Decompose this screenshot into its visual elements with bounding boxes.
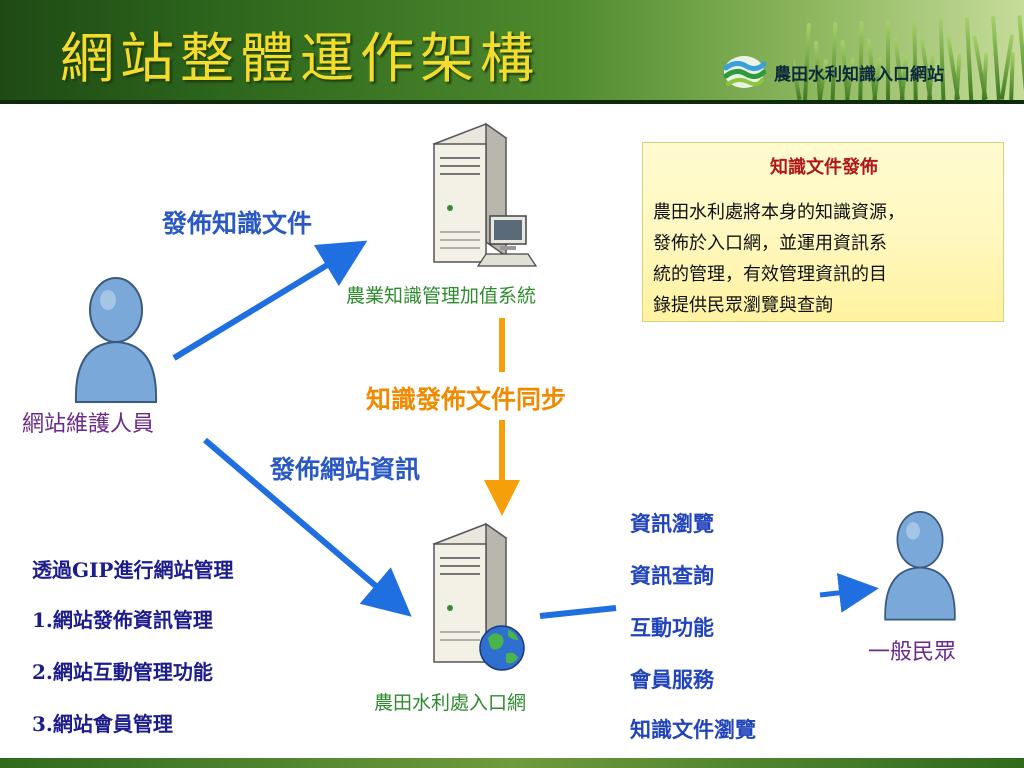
person-icon <box>884 510 956 621</box>
person-icon <box>74 277 158 403</box>
info-box-line: 錄提供民眾瀏覽與查詢 <box>653 295 833 316</box>
edge-label-publish-info: 發佈網站資訊 <box>270 455 421 484</box>
grass-blade <box>886 20 890 100</box>
arrow-publish-info <box>203 437 412 617</box>
footer-band <box>0 758 1024 768</box>
node-label-public: 一般民眾 <box>868 640 957 665</box>
portal-service-link <box>539 605 617 619</box>
wave-logo-icon <box>723 56 766 88</box>
node-label-km-system: 農業知識管理加值系統 <box>346 285 537 307</box>
logo-text: 農田水利知識入口網站 <box>774 64 944 85</box>
page-title: 網站整體運作架構 <box>60 27 540 90</box>
info-box-title: 知識文件發佈 <box>770 157 878 178</box>
service-item: 資訊查詢 <box>630 563 714 588</box>
service-item: 資訊瀏覽 <box>630 511 714 536</box>
node-label-portal: 農田水利處入口網 <box>374 692 527 714</box>
grass-decoration <box>794 0 1024 100</box>
service-item: 互動功能 <box>630 615 714 640</box>
info-box-line: 農田水利處將本身的知識資源， <box>653 202 905 223</box>
server-computer-icon <box>432 122 538 267</box>
info-box-line: 統的管理，有效管理資訊的目 <box>653 264 887 285</box>
server-globe-icon <box>432 522 525 671</box>
header-banner <box>0 0 1024 100</box>
arrow-publish-docs <box>172 240 368 361</box>
header-divider <box>0 100 1024 104</box>
gip-item: 1.網站發佈資訊管理 <box>32 608 213 632</box>
edge-label-publish-docs: 發佈知識文件 <box>162 209 313 238</box>
gip-item: 3.網站會員管理 <box>32 712 173 736</box>
service-item: 知識文件瀏覽 <box>630 717 756 742</box>
gip-heading: 透過GIP進行網站管理 <box>32 558 234 582</box>
arrow-to-public <box>819 572 879 613</box>
service-item: 會員服務 <box>630 667 714 692</box>
info-box-body: 農田水利處將本身的知識資源， 發佈於入口網，並運用資訊系 統的管理，有效管理資訊… <box>653 197 1001 321</box>
edge-label-sync: 知識發佈文件同步 <box>366 385 567 414</box>
gip-item: 2.網站互動管理功能 <box>32 660 213 684</box>
site-logo: 農田水利知識入口網站 <box>722 52 1012 92</box>
info-box-line: 發佈於入口網，並運用資訊系 <box>653 233 887 254</box>
info-box: 知識文件發佈 農田水利處將本身的知識資源， 發佈於入口網，並運用資訊系 統的管理… <box>642 142 1004 322</box>
node-label-maintainer: 網站維護人員 <box>22 412 155 437</box>
